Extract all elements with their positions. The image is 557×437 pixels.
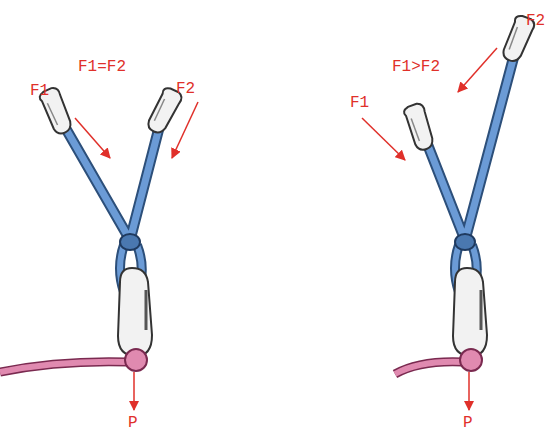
force-arrow bbox=[362, 118, 405, 160]
force-arrow bbox=[458, 48, 497, 92]
sling-right bbox=[425, 52, 515, 292]
carabiner bbox=[402, 102, 437, 152]
force-arrow bbox=[172, 102, 198, 158]
force-arrow bbox=[133, 372, 135, 410]
force-label: P bbox=[463, 414, 473, 432]
bottom-carabiner bbox=[453, 268, 487, 356]
force-label: P bbox=[128, 414, 138, 432]
force-label: F2 bbox=[526, 12, 545, 30]
title-label: F1>F2 bbox=[392, 58, 440, 76]
title-label: F1=F2 bbox=[78, 58, 126, 76]
bottom-carabiner bbox=[118, 268, 152, 356]
force-arrow bbox=[75, 118, 110, 158]
sling-left bbox=[62, 122, 160, 292]
force-label: F1 bbox=[30, 82, 49, 100]
rope bbox=[0, 349, 147, 372]
rope bbox=[395, 349, 482, 374]
force-label: F1 bbox=[350, 94, 369, 112]
force-arrow bbox=[468, 372, 470, 410]
force-label: F2 bbox=[176, 80, 195, 98]
